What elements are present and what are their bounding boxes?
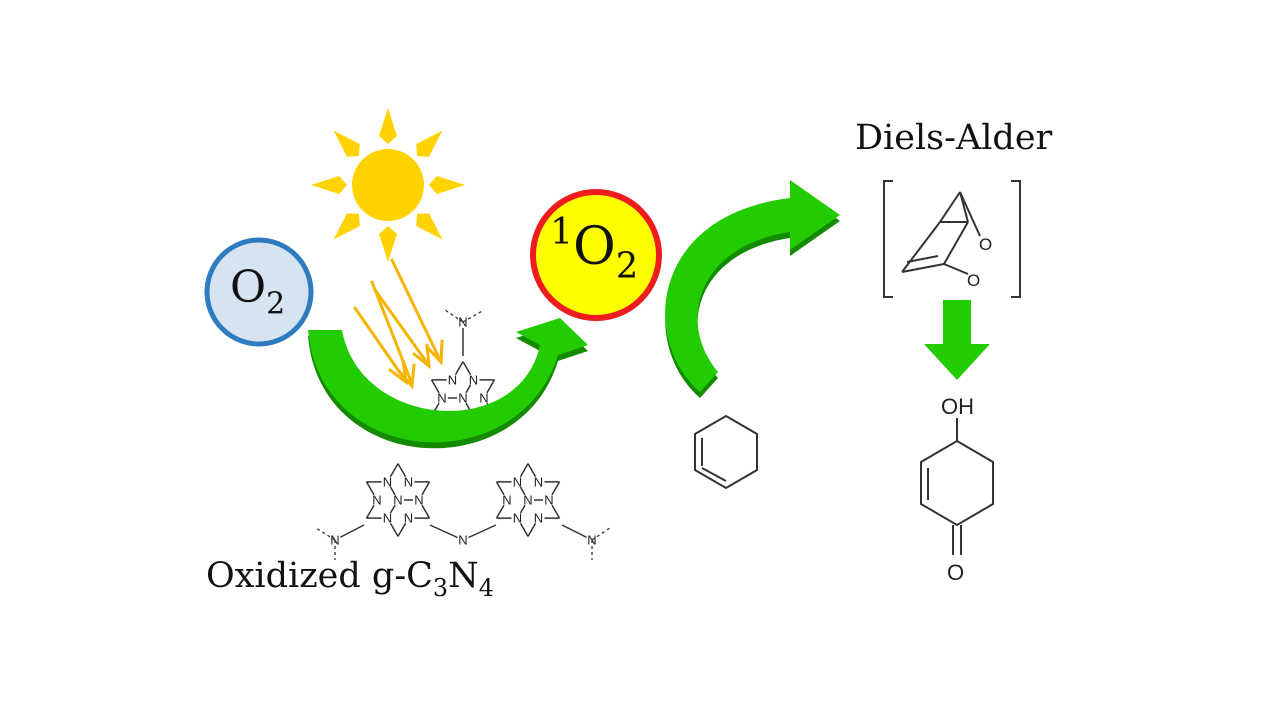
nitrogen-atom: N	[372, 493, 381, 508]
reaction-arrow	[665, 180, 840, 398]
singlet-oxygen-circle	[530, 189, 662, 321]
nitrogen-atom: N	[404, 474, 413, 489]
oxygen-label: O2	[230, 262, 286, 322]
atom-background	[543, 494, 555, 506]
nitrogen-atom: N	[393, 493, 402, 508]
nitrogen-atom: N	[523, 493, 532, 508]
continuation-bond	[315, 527, 336, 541]
nitrogen-atom: N	[469, 372, 478, 387]
nitrogen-atom: N	[513, 511, 522, 526]
nitrogen-atom: N	[404, 511, 413, 526]
nitrogen-atom: N	[534, 474, 543, 489]
atom-background	[381, 475, 394, 488]
nitrogen-atom: N	[383, 474, 392, 489]
nitrogen-atom: N	[448, 372, 457, 387]
nitrogen-atom: N	[414, 493, 423, 508]
atom-background	[511, 475, 524, 488]
atom-background	[467, 373, 480, 386]
reaction-label: Diels-Alder	[855, 118, 1053, 158]
hydroxyl-label: OH	[941, 394, 974, 419]
continuation-bond	[591, 527, 611, 541]
nitrogen-atom: N	[383, 511, 392, 526]
atom-background	[392, 494, 404, 506]
sun-icon	[311, 108, 465, 262]
down-arrow	[924, 300, 990, 380]
nitrogen-atom: N	[458, 533, 467, 548]
nitrogen-atom: N	[513, 474, 522, 489]
ketone-oxygen-label: O	[947, 560, 964, 585]
endoperoxide-structure	[883, 180, 1021, 298]
oxygen-circle	[204, 237, 314, 347]
nitrogen-atom: N	[479, 391, 488, 406]
excitation-arrow	[308, 318, 588, 449]
continuation-bond	[444, 309, 464, 323]
nitrogen-atom: N	[437, 391, 446, 406]
atom-background	[371, 494, 383, 506]
hydroxycyclohexenone-structure	[920, 418, 994, 555]
cyclohexadiene-structure	[694, 414, 758, 490]
atom-background	[457, 392, 469, 404]
atom-background	[402, 512, 415, 525]
atom-background	[457, 534, 469, 546]
nitrogen-atom: N	[458, 391, 467, 406]
atom-background	[436, 392, 448, 404]
singlet-oxygen-label: 1O2	[550, 210, 639, 287]
nitrogen-atom: N	[534, 511, 543, 526]
bond	[429, 524, 464, 541]
nitrogen-atom: N	[544, 493, 553, 508]
atom-background	[511, 512, 524, 525]
nitrogen-atom: N	[502, 493, 511, 508]
atom-background	[532, 512, 545, 525]
peroxide-oxygen-upper: O	[979, 235, 992, 254]
atom-background	[413, 494, 425, 506]
atom-background	[501, 494, 513, 506]
continuation-bond	[462, 309, 485, 323]
light-rays	[353, 258, 444, 390]
atom-background	[446, 373, 459, 386]
atom-background	[381, 512, 394, 525]
peroxide-oxygen-lower: O	[967, 271, 980, 290]
atom-background	[522, 494, 534, 506]
atom-background	[478, 392, 490, 404]
bond	[462, 524, 497, 541]
atom-background	[532, 475, 545, 488]
catalyst-label: Oxidized g-C3N4	[206, 556, 494, 603]
atom-background	[402, 475, 415, 488]
